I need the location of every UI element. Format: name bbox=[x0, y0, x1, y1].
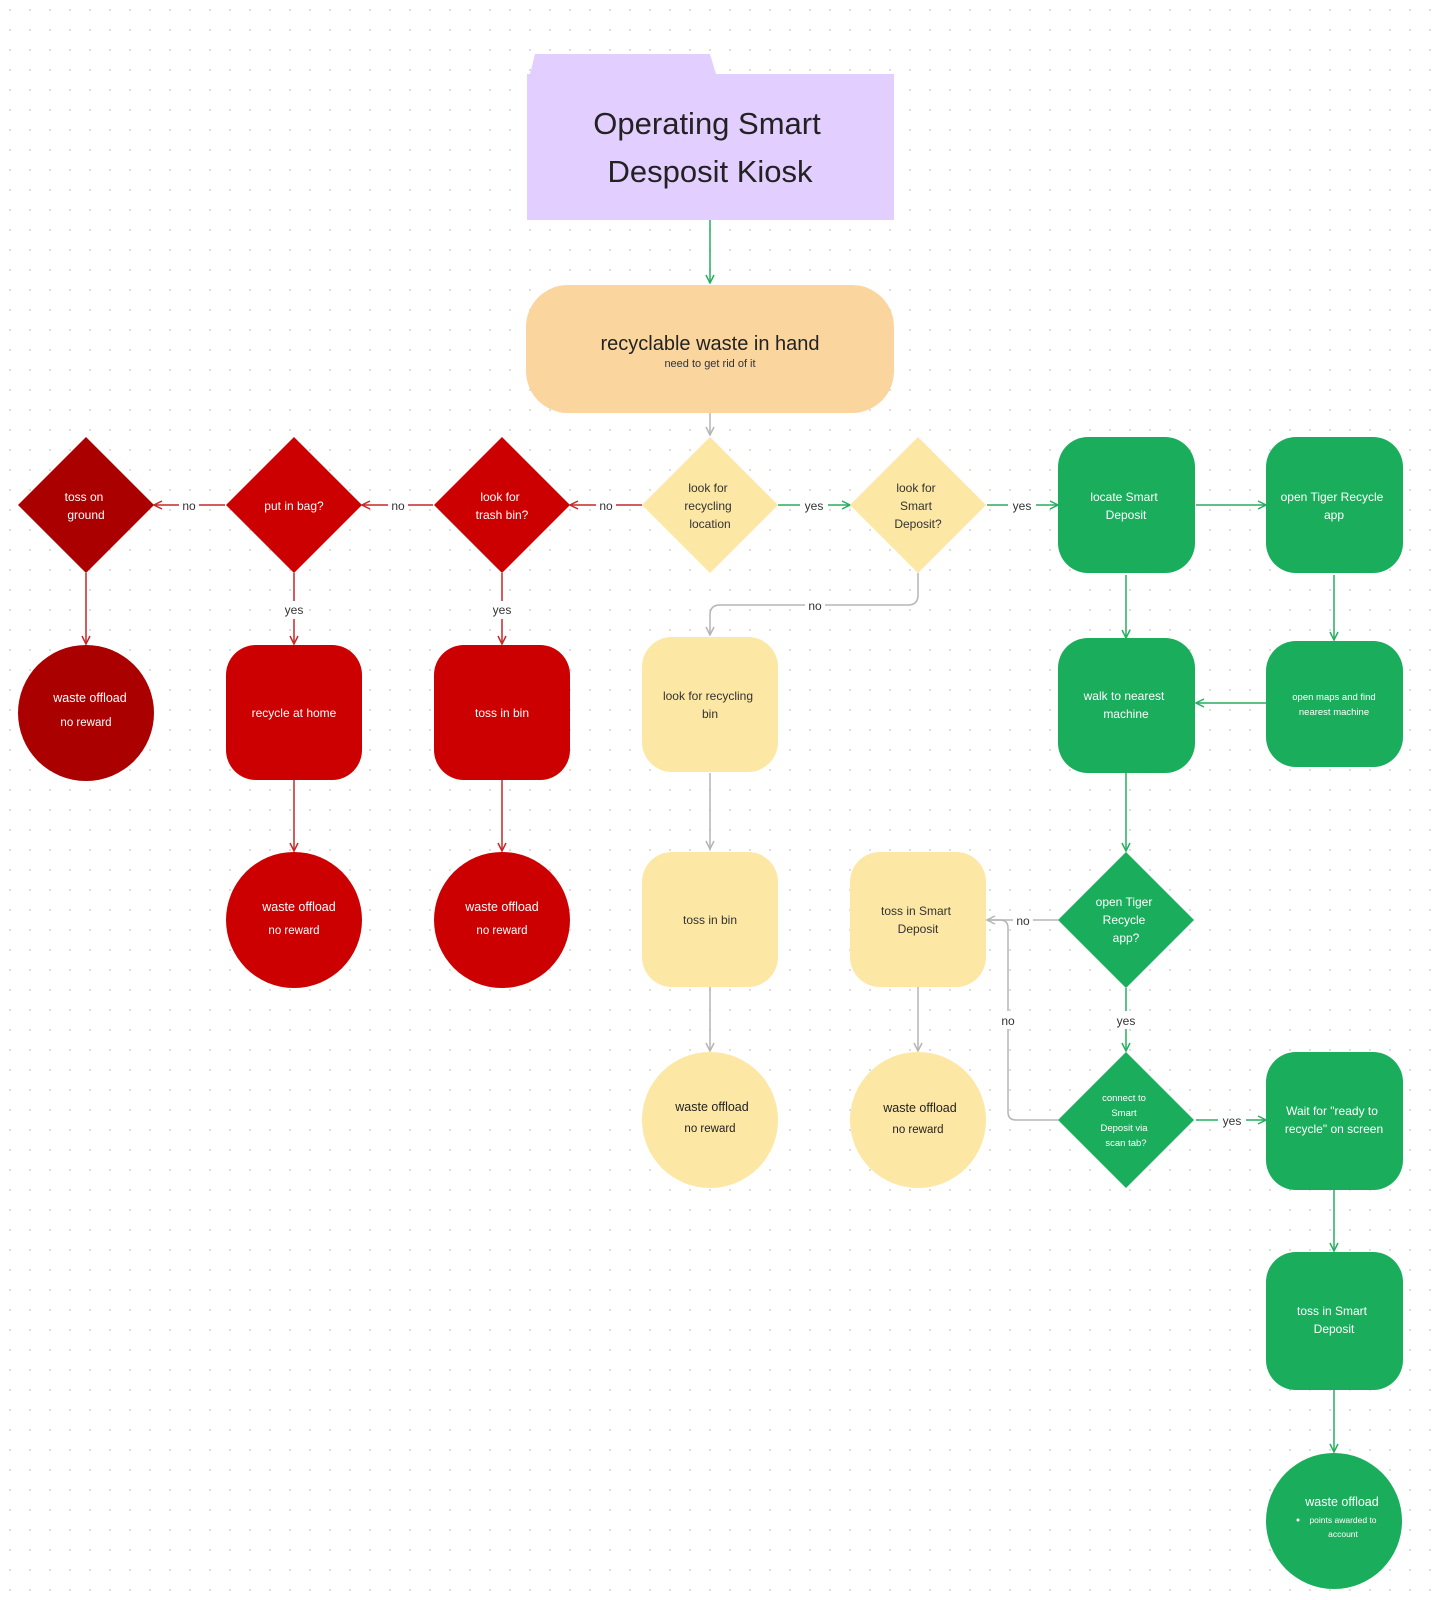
title-card: Operating Smart Desposit Kiosk bbox=[527, 54, 894, 220]
toss-smart-yellow-line-2: Deposit bbox=[898, 922, 939, 936]
decision-look-for-trash-bin[interactable]: look for trash bin? bbox=[434, 437, 570, 573]
process-toss-in-bin-red[interactable]: toss in bin bbox=[434, 645, 570, 780]
decision-toss-on-ground[interactable]: toss on ground bbox=[18, 437, 154, 573]
process-open-tiger-recycle-app[interactable]: open Tiger Recycle app bbox=[1266, 437, 1403, 573]
recycling-location-line-2: recycling bbox=[684, 499, 731, 513]
nodes: Operating Smart Desposit Kiosk recyclabl… bbox=[18, 54, 1403, 1589]
offload-yellow-1-line-1: waste offload bbox=[674, 1100, 748, 1114]
open-app-line-1: open Tiger Recycle bbox=[1281, 490, 1384, 504]
toss-smart-green-line-2: Deposit bbox=[1314, 1322, 1355, 1336]
process-toss-in-smart-deposit-green[interactable]: toss in Smart Deposit bbox=[1266, 1252, 1403, 1390]
edge-label-yes: yes bbox=[1117, 1014, 1136, 1028]
terminal-waste-offload-red-2[interactable]: waste offload no reward bbox=[434, 852, 570, 988]
toss-smart-yellow-line-1: toss in Smart bbox=[881, 904, 952, 918]
decision-put-in-bag[interactable]: put in bag? bbox=[226, 437, 362, 573]
start-title: recyclable waste in hand bbox=[600, 333, 819, 355]
offload-yellow-2-line-2: no reward bbox=[892, 1124, 943, 1136]
walk-line-1: walk to nearest bbox=[1083, 689, 1165, 703]
start-node[interactable]: recyclable waste in hand need to get rid… bbox=[526, 285, 894, 413]
process-toss-in-smart-deposit-yellow[interactable]: toss in Smart Deposit bbox=[850, 852, 986, 987]
recycling-bin-line-2: bin bbox=[702, 707, 718, 721]
process-recycle-at-home[interactable]: recycle at home bbox=[226, 645, 362, 780]
walk-line-2: machine bbox=[1103, 707, 1149, 721]
process-open-maps[interactable]: open maps and find nearest machine bbox=[1266, 641, 1403, 767]
toss-in-bin-yellow-label: toss in bin bbox=[683, 913, 737, 927]
recycling-location-line-3: location bbox=[689, 517, 730, 531]
terminal-waste-offload-yellow-2[interactable]: waste offload no reward bbox=[850, 1052, 986, 1188]
wait-line-2: recycle" on screen bbox=[1285, 1122, 1383, 1136]
put-in-bag-label: put in bag? bbox=[264, 499, 324, 513]
recycle-at-home-label: recycle at home bbox=[252, 706, 337, 720]
terminal-waste-offload-red-1[interactable]: waste offload no reward bbox=[226, 852, 362, 988]
toss-in-bin-red-label: toss in bin bbox=[475, 706, 529, 720]
offload-green-title: waste offload bbox=[1304, 1495, 1378, 1509]
decision-look-for-smart-deposit[interactable]: look for Smart Deposit? bbox=[850, 437, 986, 573]
trash-bin-line-2: trash bin? bbox=[476, 508, 529, 522]
title-line-1: Operating Smart bbox=[593, 106, 821, 141]
title-card-body bbox=[527, 74, 894, 220]
toss-smart-green-line-1: toss in Smart bbox=[1297, 1304, 1368, 1318]
open-app-q-line-2: Recycle bbox=[1103, 913, 1146, 927]
process-wait-for-ready[interactable]: Wait for "ready to recycle" on screen bbox=[1266, 1052, 1403, 1190]
open-app-q-line-3: app? bbox=[1113, 931, 1140, 945]
edge-label-no: no bbox=[599, 499, 613, 513]
offload-red-1-line-1: waste offload bbox=[261, 900, 335, 914]
process-toss-in-bin-yellow[interactable]: toss in bin bbox=[642, 852, 778, 987]
edge-label-no: no bbox=[1016, 914, 1030, 928]
trash-bin-line-1: look for bbox=[480, 490, 519, 504]
edge-label-no: no bbox=[182, 499, 196, 513]
terminal-waste-offload-green[interactable]: waste offload points awarded to account bbox=[1266, 1453, 1402, 1589]
open-app-line-2: app bbox=[1324, 508, 1344, 522]
process-locate-smart-deposit[interactable]: locate Smart Deposit bbox=[1058, 437, 1195, 573]
edge-label-no: no bbox=[808, 599, 822, 613]
recycling-bin-line-1: look for recycling bbox=[663, 689, 753, 703]
smart-deposit-q-line-1: look for bbox=[896, 481, 935, 495]
maps-line-2: nearest machine bbox=[1299, 707, 1369, 718]
start-subtitle: need to get rid of it bbox=[664, 358, 755, 370]
locate-line-2: Deposit bbox=[1106, 508, 1147, 522]
toss-on-ground-line-1: toss on bbox=[65, 490, 104, 504]
offload-green-bullet-line-2: account bbox=[1328, 1529, 1358, 1539]
edge-label-yes: yes bbox=[1223, 1114, 1242, 1128]
terminal-waste-offload-yellow-1[interactable]: waste offload no reward bbox=[642, 1052, 778, 1188]
edge-label-no: no bbox=[391, 499, 405, 513]
open-app-q-line-1: open Tiger bbox=[1096, 895, 1153, 909]
connect-line-3: Deposit via bbox=[1101, 1123, 1149, 1134]
process-look-for-recycling-bin[interactable]: look for recycling bin bbox=[642, 637, 778, 772]
offload-dark-line-1: waste offload bbox=[52, 691, 126, 705]
title-line-2: Desposit Kiosk bbox=[607, 154, 813, 189]
bullet-dot bbox=[1296, 1518, 1300, 1522]
offload-dark-line-2: no reward bbox=[60, 717, 111, 729]
edge-label-yes: yes bbox=[285, 603, 304, 617]
offload-red-2-line-1: waste offload bbox=[464, 900, 538, 914]
recycling-location-line-1: look for bbox=[688, 481, 727, 495]
title-card-tab bbox=[530, 54, 716, 74]
edge-label-yes: yes bbox=[493, 603, 512, 617]
edge-label-yes: yes bbox=[805, 499, 824, 513]
offload-red-1-line-2: no reward bbox=[268, 925, 319, 937]
process-walk-to-nearest-machine[interactable]: walk to nearest machine bbox=[1058, 638, 1195, 773]
smart-deposit-q-line-3: Deposit? bbox=[894, 517, 942, 531]
connect-line-1: connect to bbox=[1102, 1093, 1146, 1104]
edge-label-yes: yes bbox=[1013, 499, 1032, 513]
terminal-waste-offload-dark[interactable]: waste offload no reward bbox=[18, 645, 154, 781]
smart-deposit-q-line-2: Smart bbox=[900, 499, 933, 513]
decision-open-tiger-recycle-app[interactable]: open Tiger Recycle app? bbox=[1058, 852, 1194, 988]
toss-on-ground-line-2: ground bbox=[67, 508, 104, 522]
wait-line-1: Wait for "ready to bbox=[1286, 1104, 1378, 1118]
locate-line-1: locate Smart bbox=[1090, 490, 1158, 504]
decision-connect-to-smart-deposit[interactable]: connect to Smart Deposit via scan tab? bbox=[1058, 1052, 1194, 1188]
connect-line-4: scan tab? bbox=[1105, 1138, 1146, 1149]
offload-green-bullet-line-1: points awarded to bbox=[1309, 1515, 1376, 1525]
edge-labels: no no no yes yes yes yes no no yes no ye… bbox=[179, 496, 1246, 1129]
offload-yellow-1-line-2: no reward bbox=[684, 1123, 735, 1135]
edge-label-no: no bbox=[1001, 1014, 1015, 1028]
offload-yellow-2-line-1: waste offload bbox=[882, 1101, 956, 1115]
offload-red-2-line-2: no reward bbox=[476, 925, 527, 937]
connect-line-2: Smart bbox=[1111, 1108, 1137, 1119]
maps-line-1: open maps and find bbox=[1292, 692, 1375, 703]
decision-look-for-recycling-location[interactable]: look for recycling location bbox=[642, 437, 778, 573]
